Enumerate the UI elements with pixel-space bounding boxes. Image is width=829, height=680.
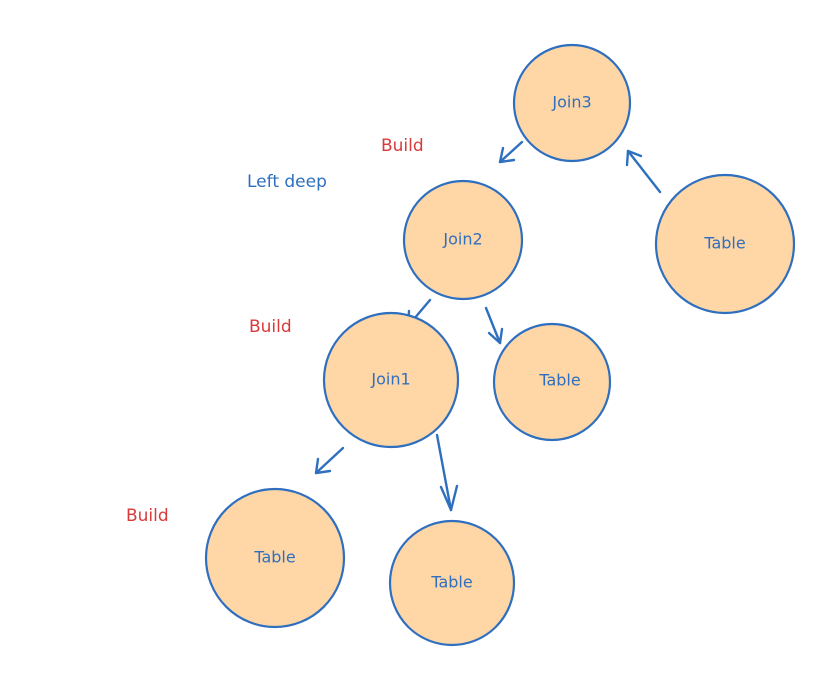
node-table-right-mid: Table: [492, 322, 612, 442]
edge-join3-to-join2: [498, 140, 524, 164]
join3-label: Join3: [551, 93, 591, 112]
join1-label: Join1: [370, 370, 410, 389]
node-join1: Join1: [322, 311, 460, 449]
left-deep-label: Left deep: [247, 172, 327, 192]
join2-label: Join2: [442, 230, 482, 249]
table-right-bottom-label: Table: [430, 573, 472, 592]
table-right-top-label: Table: [703, 234, 745, 253]
table-right-top-circle: [654, 173, 796, 315]
table-right-bottom-circle: [388, 519, 516, 647]
table-right-mid-circle: [492, 322, 612, 442]
node-table-right-top: Table: [654, 173, 796, 315]
table-left-bottom-circle: [204, 487, 346, 629]
node-table-left-bottom: Table: [204, 487, 346, 629]
edge-join1-to-right-table: [435, 433, 459, 512]
join3-circle: [512, 43, 632, 163]
join1-circle: [322, 311, 460, 449]
node-join2: Join2: [402, 179, 524, 301]
edge-join2-to-table: [484, 306, 504, 345]
table-right-mid-label: Table: [538, 371, 580, 390]
table-left-bottom-label: Table: [253, 548, 295, 567]
edge-join1-to-left-table: [314, 446, 345, 475]
join2-circle: [402, 179, 524, 301]
node-table-right-bottom: Table: [388, 519, 516, 647]
build-label-top: Build: [381, 136, 424, 156]
build-label-mid: Build: [249, 317, 292, 337]
edge-table-to-join3: [625, 149, 662, 194]
build-label-bottom: Build: [126, 506, 169, 526]
node-join3: Join3: [512, 43, 632, 163]
